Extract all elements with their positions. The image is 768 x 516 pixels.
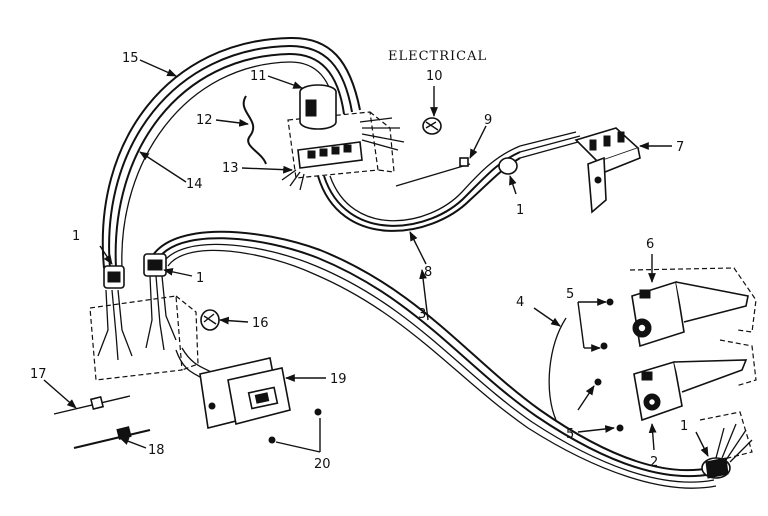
callout-8: 8 [424,265,432,280]
callout-1-lower: 1 [680,419,688,434]
callout-14: 14 [186,177,203,192]
callout-labels: 1 1 1 1 2 3 4 5 5 6 7 8 9 10 11 12 13 14… [30,51,688,472]
jumper-wire-part [242,95,267,165]
callout-17: 17 [30,367,47,382]
switch-panel-part [175,347,322,444]
loose-wire-ends [281,117,405,191]
callout-9: 9 [484,113,492,128]
callout-10: 10 [426,69,443,84]
connector-lower-right [699,411,753,479]
wire-harness-arch [101,36,361,269]
wire-nut-part [422,117,442,135]
probe-part [395,157,471,187]
callout-1-left: 1 [72,229,80,244]
wire-harness-main [149,230,717,489]
callout-18: 18 [148,443,165,458]
element-switch-upper [600,267,757,350]
callout-2: 2 [650,455,658,470]
callout-1-right: 1 [516,203,524,218]
receptacle-part [574,127,641,214]
wire-harness-right [317,131,581,232]
terminal-block-part [297,141,363,169]
callout-7: 7 [676,140,684,155]
callout-5-upper: 5 [566,287,574,302]
callout-3: 3 [418,307,426,322]
callout-16: 16 [252,316,269,331]
callout-11: 11 [250,69,267,84]
callout-5-lower: 5 [566,427,574,442]
left-junction-box [89,275,199,381]
callout-15: 15 [122,51,139,66]
element-switch-lower [594,339,757,432]
callout-1-mid: 1 [196,271,204,286]
bent-wire-part [548,317,567,421]
callout-13: 13 [222,161,239,176]
callout-6: 6 [646,237,654,252]
probe-left-18 [73,426,151,449]
connector-left-a [103,265,125,289]
probe-left-17 [53,395,131,415]
diagram-title: ELECTRICAL [388,49,487,64]
callout-12: 12 [196,113,213,128]
wire-nut-left-part [200,309,220,331]
callout-20: 20 [314,457,331,472]
callout-19: 19 [330,372,347,387]
capacitor-part [299,84,337,130]
connector-left-b [143,253,167,277]
leader-lines [43,59,709,457]
callout-4: 4 [516,295,524,310]
